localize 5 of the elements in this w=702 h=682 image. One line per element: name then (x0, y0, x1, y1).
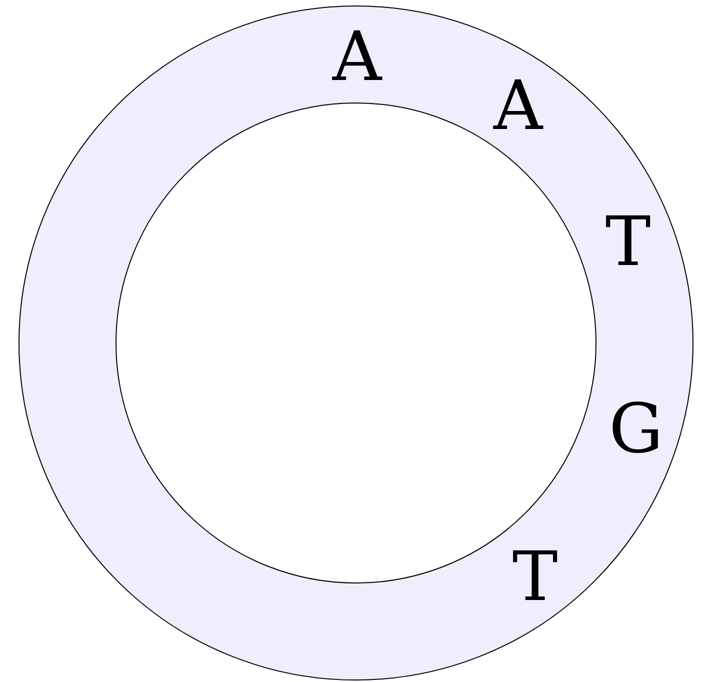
base-letter: A (332, 24, 382, 92)
base-letter: G (608, 396, 664, 464)
base-letter: T (605, 209, 651, 277)
base-letter: T (512, 544, 558, 612)
base-letter: A (493, 73, 543, 141)
